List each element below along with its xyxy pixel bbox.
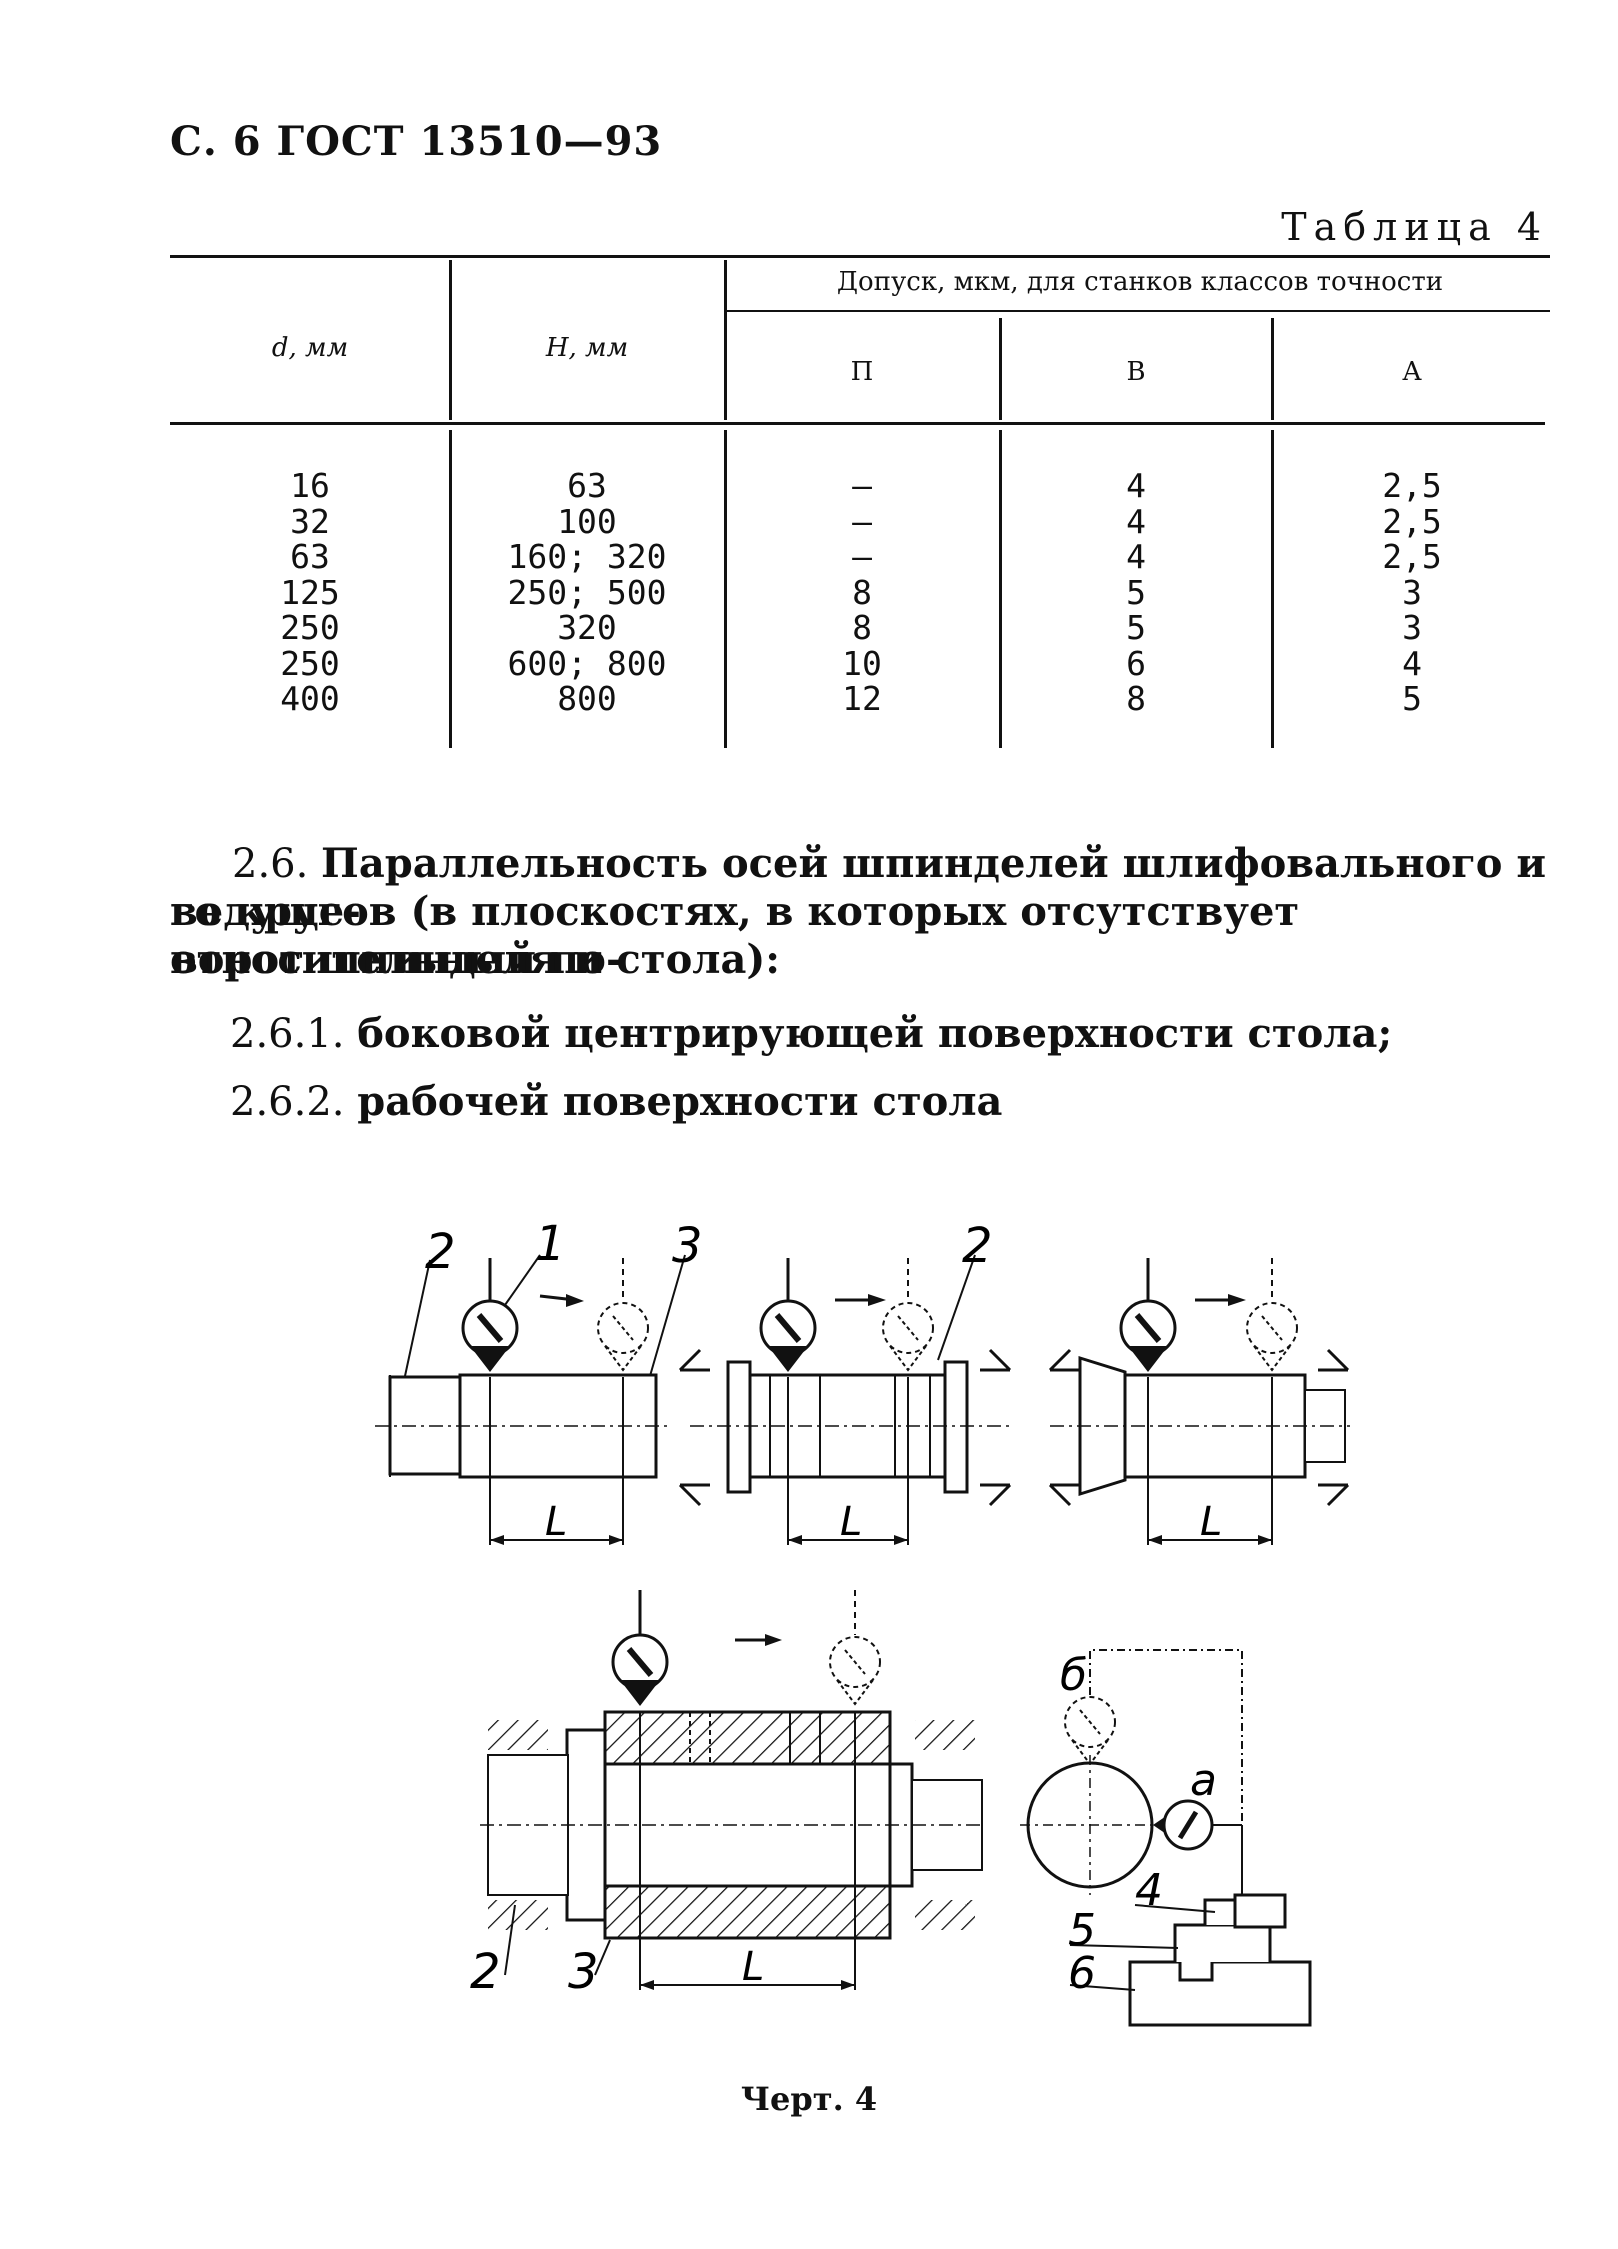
clause-text: рабочей поверхности стола (357, 1078, 1003, 1125)
table-vline (724, 430, 727, 748)
label-a: а (1190, 1755, 1217, 1806)
table-cell-b: 4 (1126, 501, 1146, 541)
paragraph-2-6-2: 2.6.2. рабочей поверхности стола (230, 1078, 1002, 1126)
paragraph-2-6-line-3: ворот шпинделя и стола): (170, 936, 781, 983)
table-cell-a: 2,5 (1382, 466, 1442, 505)
label-6: 6 (1068, 1948, 1096, 1999)
table-cell-d: 250 (280, 608, 340, 647)
table-cell-a: 2,5 (1382, 537, 1442, 576)
table-cell-a: 3 (1402, 572, 1422, 612)
table-cell-d: 125 (280, 572, 340, 612)
table-cell-b: 6 (1126, 643, 1146, 683)
table-cell-b: 5 (1126, 608, 1146, 647)
label-3: 3 (672, 1218, 703, 1274)
label-4: 4 (1135, 1865, 1163, 1916)
table-cell-b: 4 (1126, 466, 1146, 505)
table-cell-p: 8 (852, 608, 872, 647)
technical-drawing: 2 1 3 L 2 L L L 2 3 б а 4 5 6 (375, 1216, 1350, 2027)
table-vline (449, 260, 452, 420)
table-vline (724, 260, 727, 420)
table-cell-d: 250 (280, 643, 340, 683)
label-L: L (545, 1499, 567, 1545)
table-cell-h: 600; 800 (507, 643, 667, 683)
label-b: б (1060, 1650, 1087, 1701)
table-vline (999, 318, 1002, 420)
table-cell-d: 16 (290, 466, 330, 505)
table-cell-b: 5 (1126, 572, 1146, 612)
label-L: L (840, 1499, 862, 1545)
table-cell-b: 4 (1126, 537, 1146, 576)
table-cell-h: 320 (557, 608, 617, 647)
figure-labels: 2 1 3 L 2 L L L 2 3 б а 4 5 6 (425, 1216, 1222, 2000)
view-1 (375, 1254, 686, 1545)
view-3 (1048, 1258, 1350, 1545)
table-cell-d: 63 (290, 537, 330, 576)
label-1: 1 (535, 1216, 566, 1272)
table-cell-h: 100 (557, 501, 617, 541)
table-vline (1271, 318, 1274, 420)
table-cell-h: 250; 500 (507, 572, 667, 612)
paragraph-2-6: 2.6. Параллельность осей шпинделей шлифо… (170, 840, 1560, 936)
class-header-b: В (1126, 357, 1146, 387)
clause-text: боковой центрирующей поверхности стола; (357, 1010, 1393, 1057)
clause-number: 2.6.1. (230, 1011, 345, 1057)
table-vline (999, 430, 1002, 748)
table-top-rule (170, 255, 1550, 258)
clause-number: 2.6. (232, 841, 309, 887)
label-5: 5 (1068, 1905, 1096, 1956)
label-L: L (1200, 1499, 1222, 1545)
column-header-d: d, мм (271, 333, 349, 363)
column-header-h: H, мм (545, 333, 629, 363)
tolerance-header: Допуск, мкм, для станков классов точност… (836, 267, 1444, 297)
table-cell-p: 12 (842, 679, 882, 718)
table-subheader-rule (725, 310, 1550, 312)
view-5 (1020, 1649, 1312, 2027)
table-cell-p: — (852, 537, 872, 576)
view-4 (480, 1590, 985, 1990)
table-cell-p: — (852, 501, 872, 541)
table-cell-h: 160; 320 (507, 537, 667, 576)
label-3: 3 (568, 1944, 599, 2000)
class-header-a: А (1402, 357, 1422, 387)
table-cell-a: 5 (1402, 679, 1422, 718)
table-cell-d: 400 (280, 679, 340, 718)
paragraph-2-6-line-2: го кругов (в плоскостях, в которых отсут… (170, 888, 1300, 983)
table-cell-a: 4 (1402, 643, 1422, 683)
table-cell-h: 63 (567, 466, 607, 505)
table-cell-p: 8 (852, 572, 872, 612)
table-caption: Таблица 4 (1281, 205, 1548, 249)
table-cell-h: 800 (557, 679, 617, 718)
view-2 (678, 1254, 1012, 1545)
label-L: L (742, 1944, 764, 1990)
label-2: 2 (962, 1218, 993, 1274)
table-cell-a: 3 (1402, 608, 1422, 647)
paragraph-2-6-1: 2.6.1. боковой центрирующей поверхности … (230, 1010, 1392, 1058)
page-header: С. 6 ГОСТ 13510—93 (170, 118, 663, 165)
table-vline (449, 430, 452, 748)
clause-number: 2.6.2. (230, 1079, 345, 1125)
figure-caption: Черт. 4 (740, 2080, 878, 2118)
table-cell-p: 10 (842, 643, 882, 683)
class-header-p: П (850, 357, 874, 387)
label-2: 2 (425, 1224, 456, 1280)
table-cell-a: 2,5 (1382, 501, 1442, 541)
paragraph-line: Параллельность осей шпинделей шлифовальн… (170, 840, 1547, 935)
table-cell-p: — (852, 466, 872, 505)
table-cell-d: 32 (290, 501, 330, 541)
table-vline (1271, 430, 1274, 748)
table-header-rule (170, 422, 1545, 425)
table-cell-b: 8 (1126, 679, 1146, 718)
label-2: 2 (470, 1944, 501, 2000)
